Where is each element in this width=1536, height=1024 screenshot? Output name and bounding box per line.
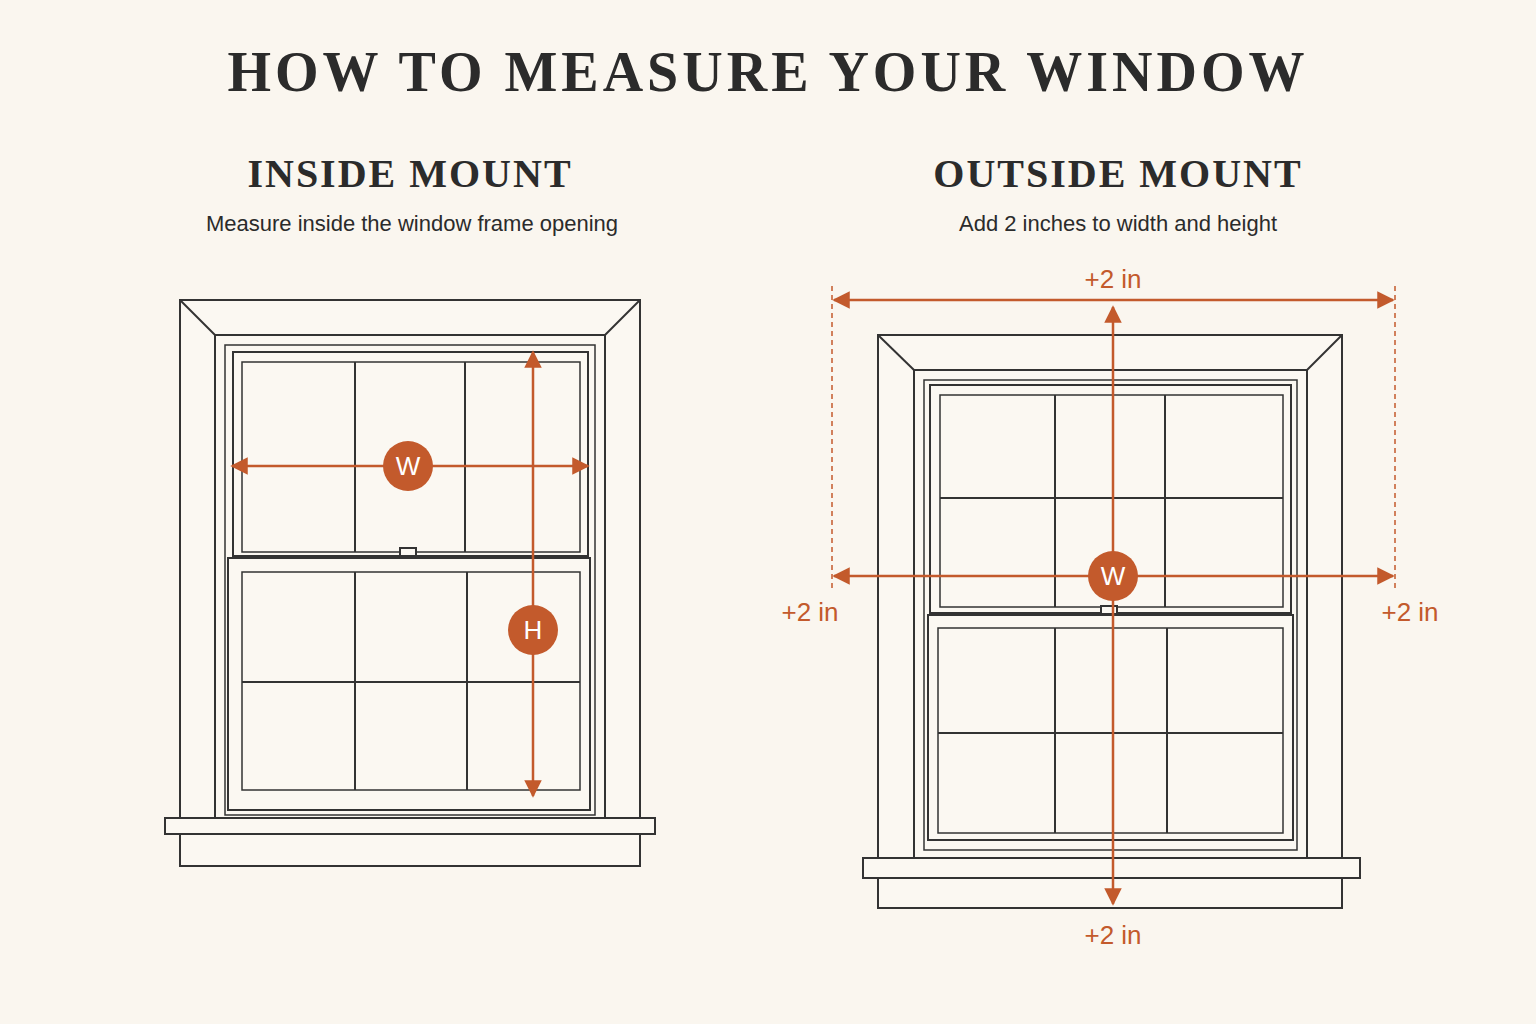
dimension-badge: H [508,605,558,655]
section-heading: OUTSIDE MOUNT [933,150,1302,197]
badge-letter: W [396,451,421,482]
outside-window [863,335,1360,908]
dimension-badge: W [1088,551,1138,601]
dimension-label: +2 in [1377,597,1442,628]
page-title: HOW TO MEASURE YOUR WINDOW [227,40,1308,104]
inside-window [165,300,655,866]
dimension-arrows [232,286,1395,904]
dimension-label: +2 in [1080,920,1145,951]
instruction-text: Add 2 inches to width and height [959,211,1277,237]
badge-letter: W [1101,561,1126,592]
badge-letter: H [524,615,543,646]
dimension-label: +2 in [1080,264,1145,295]
dimension-badge: W [383,441,433,491]
section-heading: INSIDE MOUNT [247,150,572,197]
dimension-label: +2 in [777,597,842,628]
instruction-text: Measure inside the window frame opening [206,211,618,237]
